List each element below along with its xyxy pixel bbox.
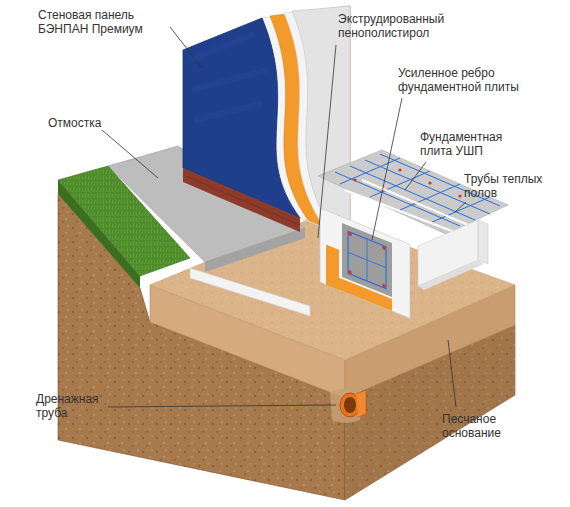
callout-label: Трубы теплых полов bbox=[464, 172, 560, 200]
callout-label: Экструдированный пенополистирол bbox=[338, 12, 468, 40]
callout-label: Фундаментная плита УШП bbox=[420, 130, 530, 158]
callout-label: Усиленное ребро фундаментной плиты bbox=[398, 66, 548, 94]
callout-label: Песчаное основание bbox=[442, 412, 526, 440]
callout-label: Дренажная труба bbox=[36, 392, 116, 420]
callout-label: Стеновая панель БЭНПАН Премиум bbox=[38, 8, 168, 36]
callout-label: Отмостка bbox=[48, 116, 138, 130]
